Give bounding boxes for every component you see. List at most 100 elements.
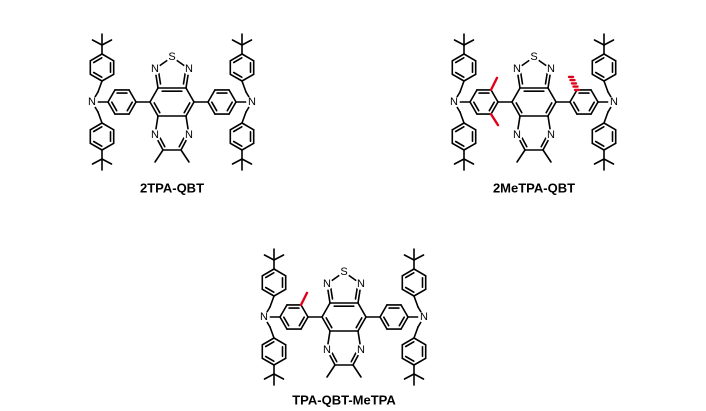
n-aryl-bond [241, 111, 247, 124]
methyl-bond [326, 364, 336, 378]
double-bond [472, 101, 480, 112]
ring-bond [241, 53, 255, 62]
atom-mask [149, 129, 161, 141]
ring-bond [469, 101, 478, 115]
tert-butyl-methyl [241, 158, 253, 165]
double-bond [264, 340, 275, 348]
n-aryl-bond [269, 295, 275, 308]
core-bond [149, 101, 159, 117]
double-bond [404, 271, 415, 279]
ring-bond [451, 53, 465, 62]
ring-bond [261, 337, 275, 346]
double-bond [404, 355, 415, 363]
ring-bond [229, 122, 243, 131]
ring-bond [379, 316, 388, 330]
ring-bond [401, 268, 415, 277]
tert-butyl-methyl [593, 158, 605, 165]
double-bond [488, 101, 496, 112]
nitrogen-atom: N [185, 129, 193, 141]
n-aryl-bond [97, 80, 103, 93]
nitrogen-atom: N [260, 311, 268, 323]
ring-bond [569, 89, 578, 103]
ring-bond [107, 101, 116, 115]
ring-bond [207, 89, 216, 103]
ring-bond [469, 89, 478, 103]
n-aryl-bond [459, 111, 465, 124]
ring-bond [463, 73, 477, 82]
nitrogen-atom: N [420, 311, 428, 323]
ring-bond [591, 53, 605, 62]
ring-bond [413, 268, 427, 277]
ring-bond [128, 101, 137, 115]
ring-bond [241, 122, 255, 131]
ring-bond [207, 101, 216, 115]
core-bond [511, 87, 521, 103]
methyl-highlight-left [299, 291, 309, 307]
atom-mask [166, 51, 178, 63]
ring-bond [401, 357, 415, 366]
tert-butyl-methyl [453, 39, 465, 46]
core-bond [547, 101, 557, 117]
double-bond [350, 350, 358, 363]
double-bond [232, 126, 243, 133]
ring-bond [590, 89, 599, 103]
atom-mask [511, 129, 523, 141]
n-aryl-bond [269, 326, 275, 339]
tert-butyl-methyl [603, 158, 615, 165]
tert-butyl-methyl [91, 158, 103, 165]
tert-butyl-methyl [603, 39, 615, 46]
atom-mask [448, 96, 460, 108]
double-bond [398, 316, 406, 327]
ring-bond [591, 73, 605, 82]
tert-butyl-methyl [273, 254, 285, 261]
ring-bond [107, 89, 116, 103]
ring-bond [413, 337, 427, 346]
atom-mask [246, 96, 258, 108]
atom-mask [545, 63, 557, 75]
methyl-highlight-left [489, 76, 499, 92]
atom-mask [418, 311, 430, 323]
ring-bond [229, 53, 243, 62]
ring-bond [279, 316, 288, 330]
double-bond [515, 102, 523, 114]
atom-mask [321, 278, 333, 290]
ring-bond [273, 357, 287, 366]
ring-bond [228, 89, 237, 103]
ring-bond [451, 142, 465, 151]
nitrogen-atom: N [248, 96, 256, 108]
ring-bond [603, 53, 617, 62]
atom-mask [355, 344, 367, 356]
ring-bond [591, 122, 605, 131]
compound-label-tpa-qbt-metpa: TPA-QBT-MeTPA [292, 393, 396, 408]
sulfur-atom: S [530, 51, 537, 63]
double-bond [520, 135, 528, 148]
n-aryl-bond [413, 326, 419, 339]
double-bond [264, 271, 275, 279]
ring-bond [300, 316, 309, 330]
ring-bond [490, 89, 499, 103]
double-bond [153, 102, 161, 114]
ring-bond [591, 142, 605, 151]
double-bond [588, 101, 596, 112]
ring-bond [400, 316, 409, 330]
double-bond [404, 340, 415, 348]
tert-butyl-methyl [91, 39, 103, 46]
ring-bond [463, 122, 477, 131]
core-bond [547, 87, 557, 103]
nitrogen-atom: N [513, 129, 521, 141]
double-bond [92, 71, 103, 78]
core-bond [185, 87, 195, 103]
nitrogen-atom: N [151, 63, 159, 75]
atom-mask [149, 63, 161, 75]
atom-mask [321, 344, 333, 356]
ring-bond [569, 101, 578, 115]
core-bond [321, 302, 331, 318]
double-bond [454, 71, 465, 78]
n-aryl-bond [413, 295, 419, 308]
nitrogen-atom: N [185, 63, 193, 75]
methyl-bond [352, 364, 362, 378]
double-bond [183, 102, 191, 114]
core-bond [357, 316, 367, 332]
methyl-bond [542, 149, 552, 163]
ring-bond [401, 288, 415, 297]
